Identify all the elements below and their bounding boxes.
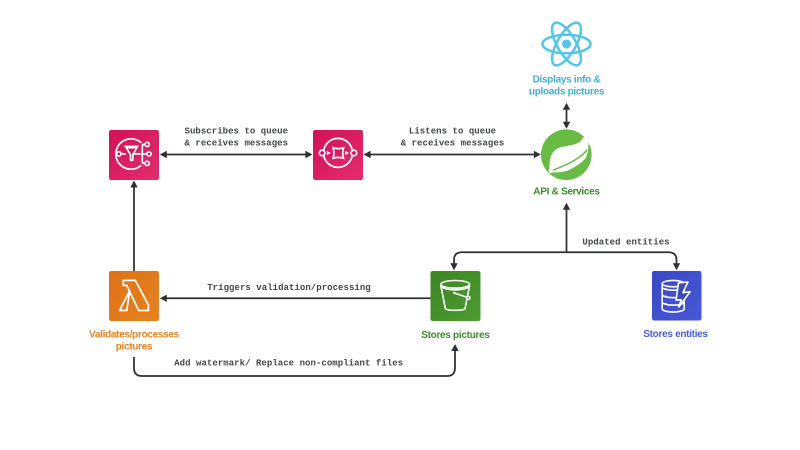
svg-text:pictures: pictures bbox=[116, 342, 153, 353]
svg-text:Listens to queue: Listens to queue bbox=[409, 127, 496, 137]
svg-text:Subscribes to queue: Subscribes to queue bbox=[185, 127, 289, 137]
svg-text:& receives messages: & receives messages bbox=[401, 139, 505, 149]
svg-text:& receives messages: & receives messages bbox=[185, 139, 289, 149]
svg-text:Stores pictures: Stores pictures bbox=[421, 330, 490, 341]
svg-text:uploads pictures: uploads pictures bbox=[529, 87, 605, 98]
svg-text:Updated entities: Updated entities bbox=[582, 238, 669, 248]
svg-text:Displays info &: Displays info & bbox=[533, 75, 601, 86]
svg-text:Validates/processes: Validates/processes bbox=[89, 330, 180, 341]
svg-text:Triggers validation/processing: Triggers validation/processing bbox=[207, 283, 371, 293]
svg-text:Add watermark/ Replace non-com: Add watermark/ Replace non-compliant fil… bbox=[174, 359, 403, 369]
svg-text:API & Services: API & Services bbox=[533, 187, 600, 198]
svg-text:Stores entities: Stores entities bbox=[643, 329, 708, 340]
